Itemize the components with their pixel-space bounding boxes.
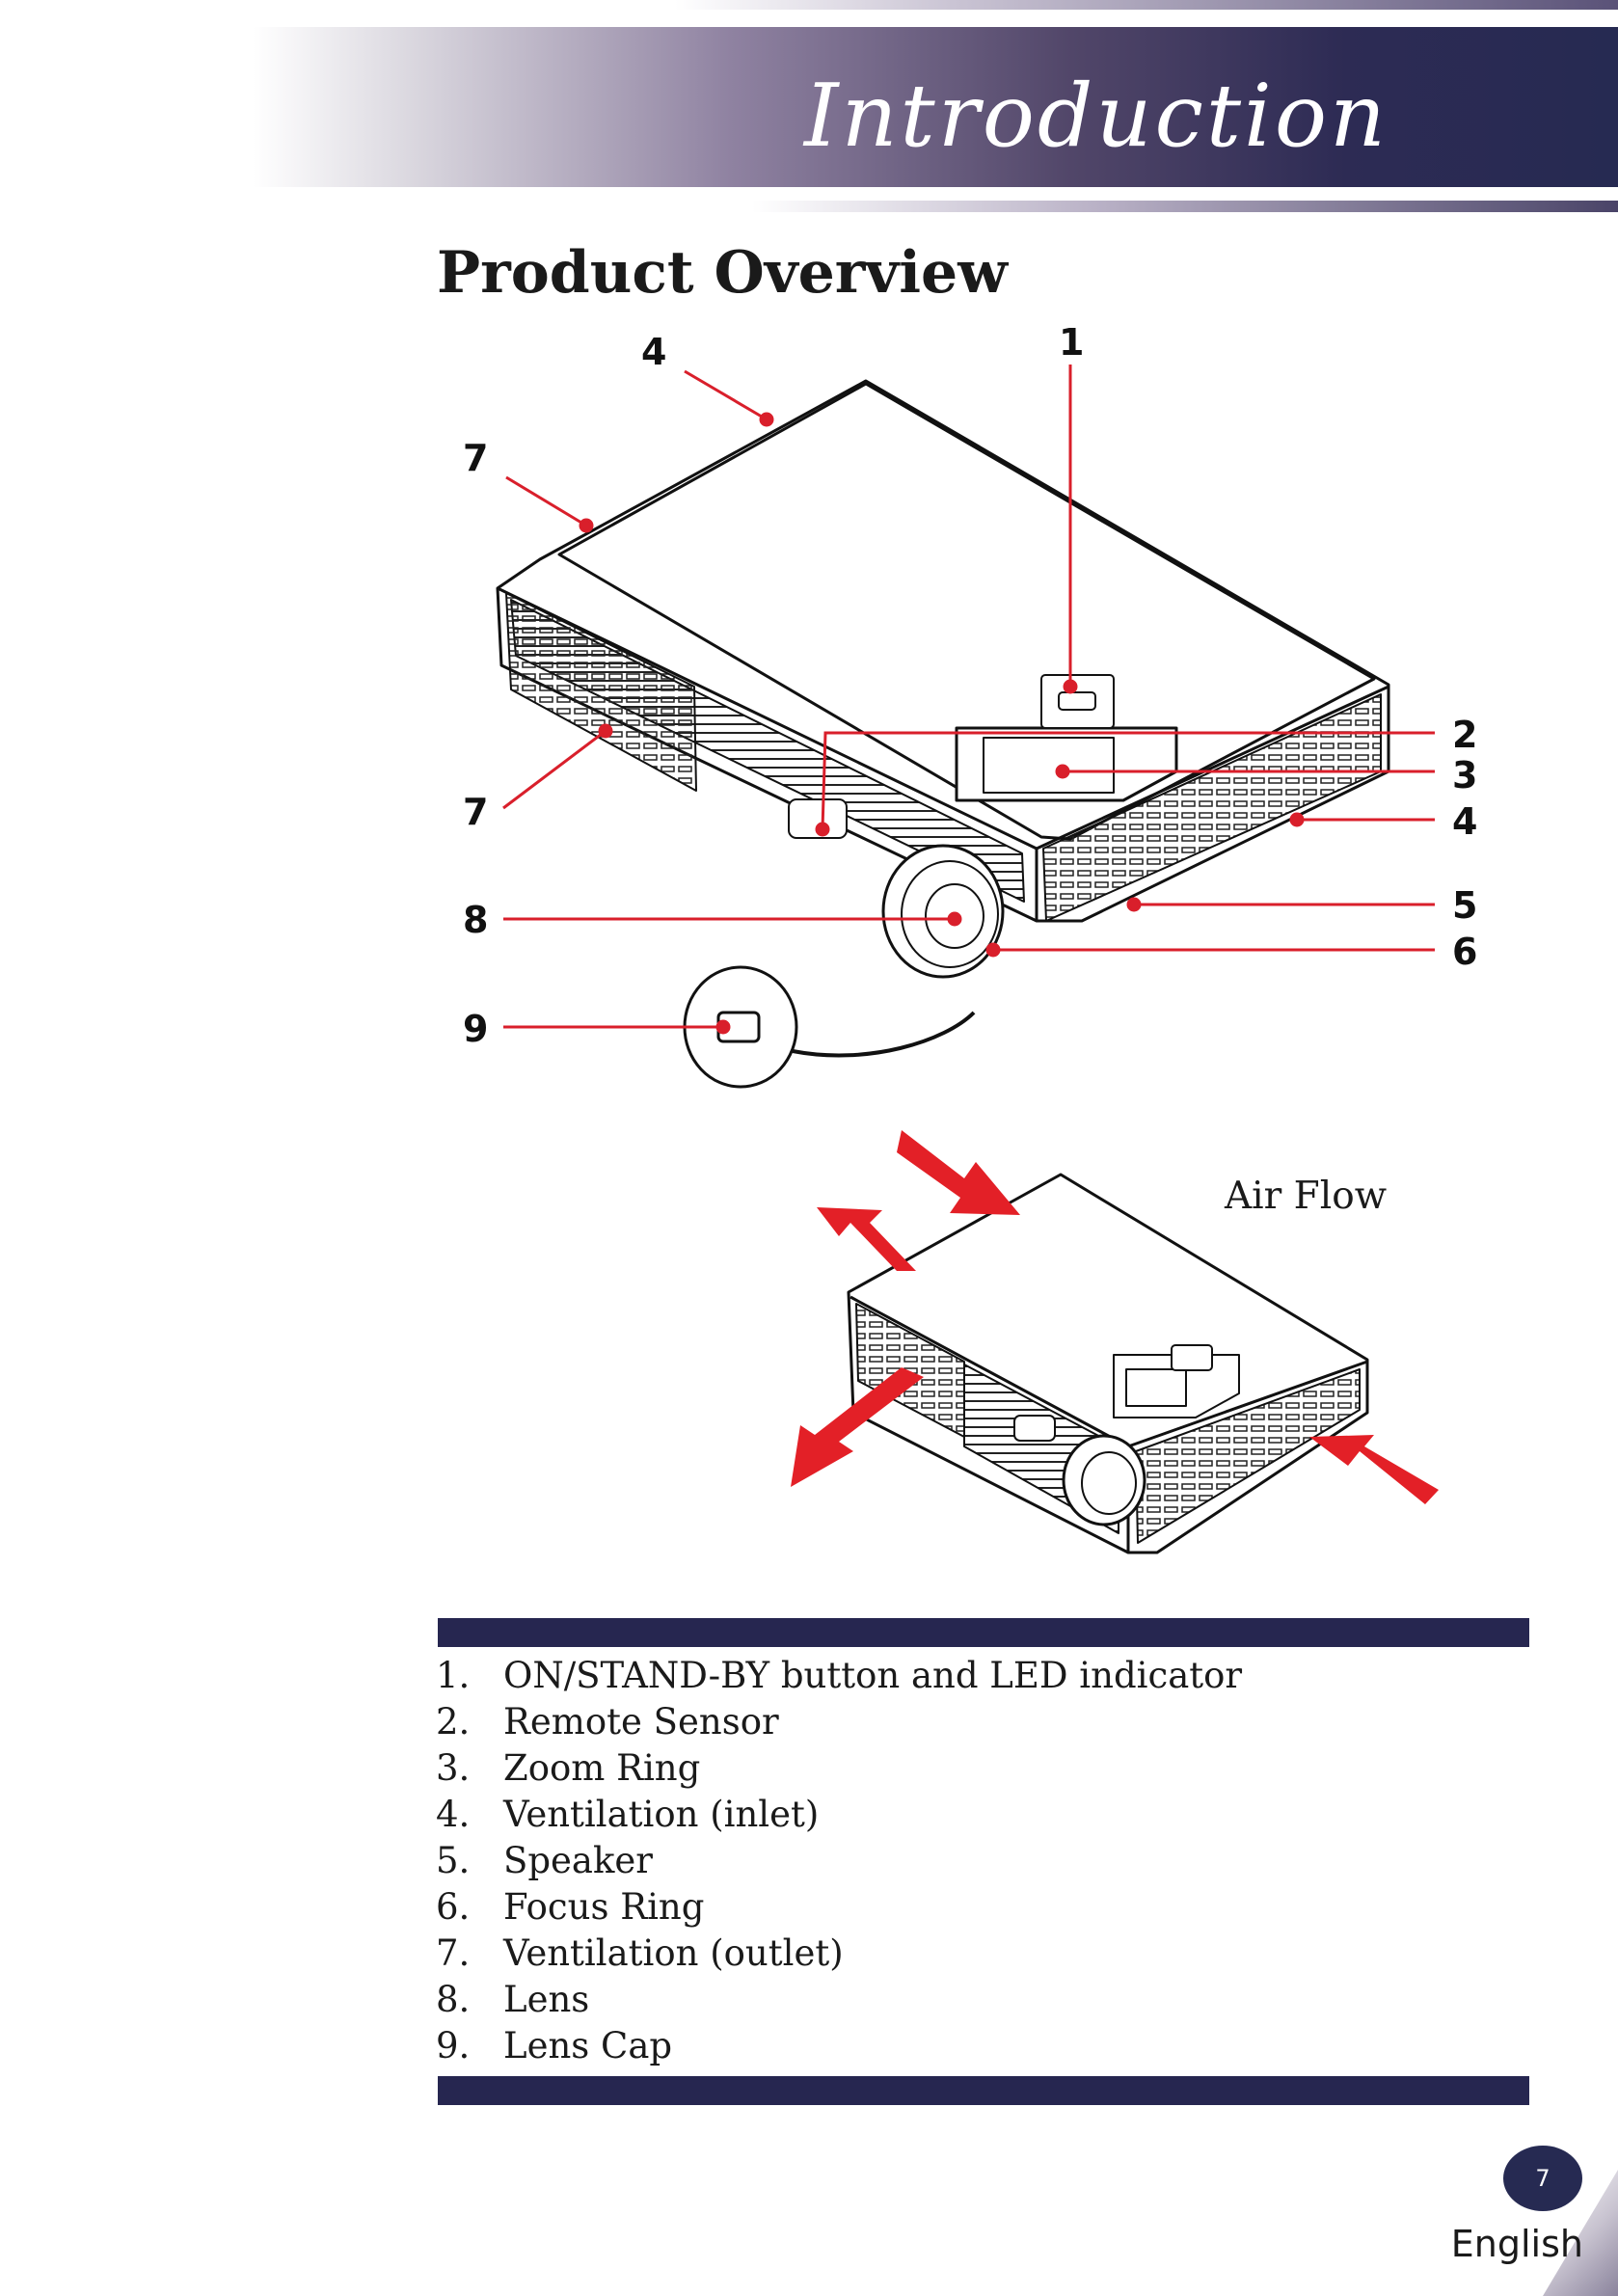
list-item-label: Focus Ring [503,1886,705,1928]
outlet-arrow-top [817,1207,916,1271]
chapter-title: Introduction [804,66,1389,167]
list-item-label: Zoom Ring [503,1747,701,1789]
list-item-label: ON/STAND-BY button and LED indicator [503,1655,1243,1696]
list-item: 7. Ventilation (outlet) [436,1931,1242,1977]
list-bottom-rule [438,2076,1529,2105]
header-bottom-line [752,201,1618,212]
list-item-number: 7. [436,1932,471,1974]
list-item: 1. ON/STAND-BY button and LED indicator [436,1653,1242,1699]
list-item: 3. Zoom Ring [436,1745,1242,1792]
header-top-line [675,0,1618,10]
callout-number: 7 [463,791,488,833]
callout-number: 9 [463,1008,488,1050]
list-item: 4. Ventilation (inlet) [436,1792,1242,1838]
list-item-number: 1. [436,1655,471,1696]
list-item-label: Ventilation (inlet) [503,1794,820,1835]
callout-number: 7 [463,437,488,479]
lens-cap [683,965,976,1089]
parts-list: 1. ON/STAND-BY button and LED indicator 2… [436,1653,1242,2069]
list-item: 9. Lens Cap [436,2023,1242,2069]
airflow-projector [847,1173,1369,1554]
list-top-rule [438,1618,1529,1647]
list-item-number: 9. [436,2025,471,2066]
inlet-arrow-top [897,1130,1020,1215]
list-item: 8. Lens [436,1977,1242,2023]
list-item-label: Speaker [503,1840,653,1881]
callout-number: 3 [1452,754,1477,797]
list-item-number: 2. [436,1701,471,1742]
callout-number: 4 [1452,800,1477,843]
list-item-label: Lens Cap [503,2025,673,2066]
callout-number: 1 [1059,321,1084,364]
outlet-arrow-left [791,1367,924,1487]
list-item: 5. Speaker [436,1838,1242,1884]
projector-diagram: 4 7 1 2 3 4 5 6 7 8 9 [463,321,1477,1554]
callout-number: 2 [1452,714,1477,756]
header-band [253,27,1618,187]
language-label: English [1450,2223,1583,2265]
page-number-badge: 7 [1503,2146,1582,2211]
list-item: 6. Focus Ring [436,1884,1242,1931]
list-item-label: Lens [503,1979,590,2020]
list-item-number: 5. [436,1840,471,1881]
list-item-number: 8. [436,1979,471,2020]
callout-number: 8 [463,899,488,941]
callout-number: 4 [641,331,666,373]
list-item-label: Remote Sensor [503,1701,779,1742]
list-item-label: Ventilation (outlet) [503,1932,844,1974]
list-item: 2. Remote Sensor [436,1699,1242,1745]
callout-number: 6 [1452,931,1477,973]
airflow-label: Air Flow [1225,1175,1388,1218]
airflow-arrows [791,1130,1439,1504]
section-title: Product Overview [437,239,1008,307]
inlet-arrow-right [1309,1435,1439,1504]
list-item-number: 6. [436,1886,471,1928]
list-item-number: 3. [436,1747,471,1789]
callout-number: 5 [1452,884,1477,927]
list-item-number: 4. [436,1794,471,1835]
projector-body [496,379,1390,979]
callout-lines [502,365,1435,1035]
